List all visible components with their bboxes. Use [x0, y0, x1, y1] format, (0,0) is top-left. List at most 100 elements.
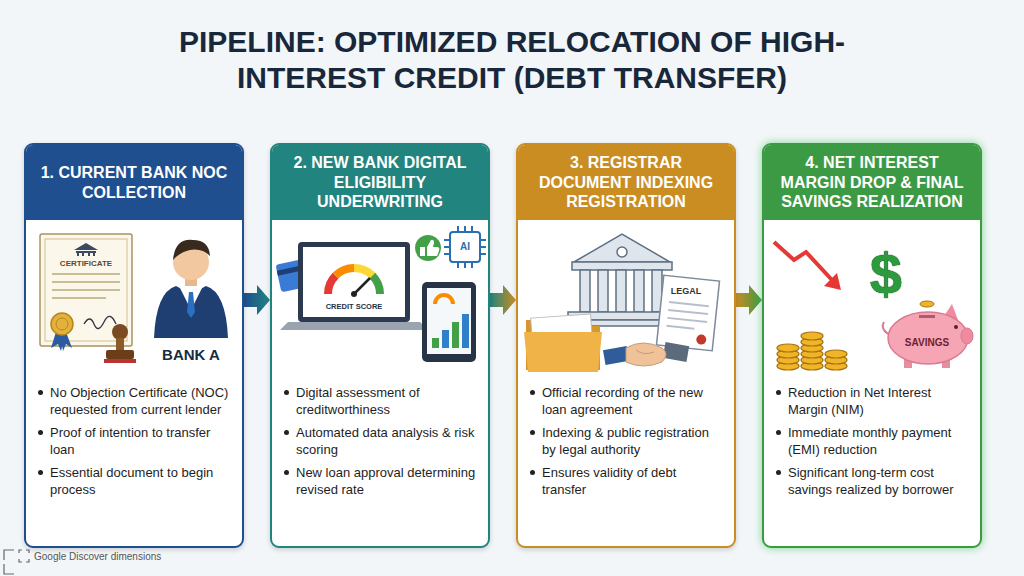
piggy-bank-part [954, 325, 958, 329]
file-folder-part [524, 332, 602, 372]
bullet-dot [38, 470, 43, 475]
legal-document-part [696, 334, 707, 345]
bullet-dot [776, 430, 781, 435]
bullet-dot [776, 470, 781, 475]
bullet-row: Immediate monthly payment (EMI) reductio… [776, 424, 970, 458]
bank-building-part [616, 270, 626, 312]
piggy-bank-part [883, 322, 888, 334]
bullet-dot [38, 390, 43, 395]
piggy-bank-part [888, 312, 968, 364]
bullet-dot [38, 430, 43, 435]
coin-stacks [777, 332, 847, 370]
bullet-row: Indexing & public registration by legal … [530, 424, 724, 458]
certificate-part [52, 274, 120, 298]
falling-trend [774, 242, 841, 290]
bullet-text: No Objection Certificate (NOC) requested… [50, 384, 232, 418]
bullet-dot [284, 390, 289, 395]
bullet-dot [530, 430, 535, 435]
bullet-dot [530, 390, 535, 395]
certificate-part [56, 318, 68, 330]
banker-figure [154, 240, 228, 338]
rubber-stamp [104, 324, 136, 363]
dollar-sign: $ [870, 245, 902, 303]
piggy-label: SAVINGS [905, 338, 949, 348]
bullet-text: Ensures validity of debt transfer [542, 464, 724, 498]
card-header: 3. REGISTRAR DOCUMENT INDEXING REGISTRAT… [518, 145, 734, 220]
bullet-row: Ensures validity of debt transfer [530, 464, 724, 498]
laptop-part [298, 242, 410, 322]
footer-icon-part [4, 550, 14, 574]
bullet-list: Reduction in Net Interest Margin (NIM) Im… [764, 380, 980, 512]
handshake-part [663, 342, 689, 362]
banker-figure-part [187, 292, 195, 318]
footer-icon-part [19, 550, 29, 562]
bank-building-part [634, 270, 644, 312]
card-header: 4. NET INTEREST MARGIN DROP & FINAL SAVI… [764, 145, 980, 220]
process-card: 1. CURRENT BANK NOC COLLECTION CERTIFICA… [24, 143, 244, 548]
bullet-row: Reduction in Net Interest Margin (NIM) [776, 384, 970, 418]
chip-label: AI [460, 242, 470, 252]
bullet-text: Proof of intention to transfer loan [50, 424, 232, 458]
piggy-bank-part [961, 328, 973, 344]
falling-trend-part [824, 273, 841, 290]
certificate-part [78, 253, 94, 256]
bullet-row: Official recording of the new loan agree… [530, 384, 724, 418]
bullet-row: Proof of intention to transfer loan [38, 424, 232, 458]
ai-chip-part [444, 226, 486, 268]
bullet-dot [284, 430, 289, 435]
legal-document [656, 275, 719, 350]
bullet-row: No Objection Certificate (NOC) requested… [38, 384, 232, 418]
bullet-text: Official recording of the new loan agree… [542, 384, 724, 418]
laptop-part [280, 322, 428, 330]
thumbs-up-part [415, 235, 441, 261]
coin-stacks-part [801, 332, 823, 340]
laptop-part-part [372, 276, 380, 294]
banker-figure-part [154, 286, 228, 338]
card-header: 2. NEW BANK DIGITAL ELIGIBILITY UNDERWRI… [272, 145, 488, 220]
flow-arrow [244, 285, 270, 315]
laptop-part [303, 247, 405, 317]
process-card: 3. REGISTRAR DOCUMENT INDEXING REGISTRAT… [516, 143, 736, 548]
certificate-part [74, 243, 98, 250]
bullet-text: Digital assessment of creditworthiness [296, 384, 478, 418]
tablet-part [452, 322, 459, 348]
certificate-part [51, 313, 73, 335]
rubber-stamp-part [106, 350, 134, 359]
file-folder [524, 314, 602, 372]
process-card: 4. NET INTEREST MARGIN DROP & FINAL SAVI… [762, 143, 982, 548]
certificate-part [76, 251, 96, 253]
coin-stacks-part [825, 350, 847, 358]
tablet-part [427, 288, 471, 354]
handshake [603, 342, 689, 366]
bullet-dot [776, 390, 781, 395]
tablet-part [435, 295, 453, 304]
certificate [40, 234, 132, 351]
laptop-part [351, 291, 357, 297]
coin-stacks-part [777, 344, 799, 352]
bank-building-part [617, 247, 627, 257]
laptop-part-part [336, 268, 354, 276]
bank-name: BANK A [162, 347, 220, 362]
handshake-part [636, 350, 654, 354]
diagram-title: PIPELINE: OPTIMIZED RELOCATION OF HIGH-I… [122, 24, 902, 96]
thumbs-up-part [427, 240, 439, 256]
piggy-bank [883, 301, 973, 368]
illustration-area: $ SAVINGS [764, 220, 980, 380]
bullet-row: Digital assessment of creditworthiness [284, 384, 478, 418]
thumbs-up [415, 235, 441, 261]
rubber-stamp-part [104, 359, 136, 363]
flow-arrow [736, 285, 762, 315]
laptop-part-part [328, 276, 336, 294]
tablet-part [422, 282, 476, 362]
card-header: 1. CURRENT BANK NOC COLLECTION [26, 145, 242, 220]
bank-building-part [572, 262, 672, 270]
bullet-text: Significant long-term cost savings reali… [788, 464, 970, 498]
screen-label: CREDIT SCORE [326, 303, 383, 311]
rubber-stamp-part [116, 338, 124, 350]
piggy-bank-part [919, 315, 935, 318]
bullet-row: New loan approval determining revised ra… [284, 464, 478, 498]
rubber-stamp-part [112, 324, 128, 340]
thumbs-up-part [420, 247, 425, 256]
bullet-dot [530, 470, 535, 475]
